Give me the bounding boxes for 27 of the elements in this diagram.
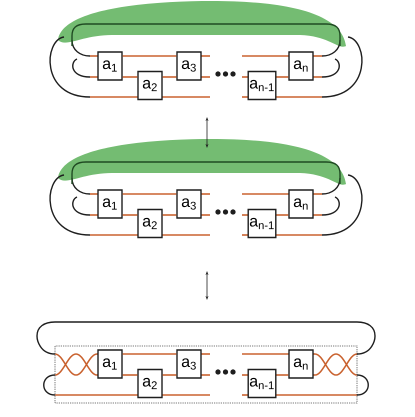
strand-line bbox=[276, 76, 288, 78]
labelled-box: a$_{1}$ bbox=[97, 51, 123, 81]
labelled-box: a$_{n}$ bbox=[288, 189, 314, 219]
labelled-box: a$_{n-1}$ bbox=[248, 208, 276, 238]
labelled-box: a$_{n-1}$ bbox=[248, 368, 276, 398]
strand-line bbox=[162, 76, 176, 78]
labelled-box: a$_{n}$ bbox=[288, 51, 314, 81]
strand-line bbox=[276, 374, 288, 376]
strand-line bbox=[122, 214, 138, 216]
strand-line bbox=[122, 76, 138, 78]
labelled-box: a$_{2}$ bbox=[137, 368, 163, 398]
labelled-box: a$_{2}$ bbox=[137, 208, 163, 238]
strand-line bbox=[122, 55, 176, 57]
labelled-box: a$_{n}$ bbox=[288, 349, 314, 379]
labelled-box: a$_{1}$ bbox=[97, 349, 123, 379]
labelled-box: a$_{1}$ bbox=[97, 189, 123, 219]
strand-line bbox=[276, 214, 288, 216]
labelled-box: a$_{3}$ bbox=[176, 349, 202, 379]
labelled-box: a$_{n-1}$ bbox=[248, 70, 276, 100]
labelled-box: a$_{3}$ bbox=[176, 51, 202, 81]
strand-line bbox=[122, 374, 138, 376]
labelled-box: a$_{3}$ bbox=[176, 189, 202, 219]
labelled-box: a$_{2}$ bbox=[137, 70, 163, 100]
strand-line bbox=[162, 214, 176, 216]
strand-line bbox=[122, 193, 176, 195]
strand-line bbox=[162, 374, 176, 376]
strand-line bbox=[122, 353, 176, 355]
